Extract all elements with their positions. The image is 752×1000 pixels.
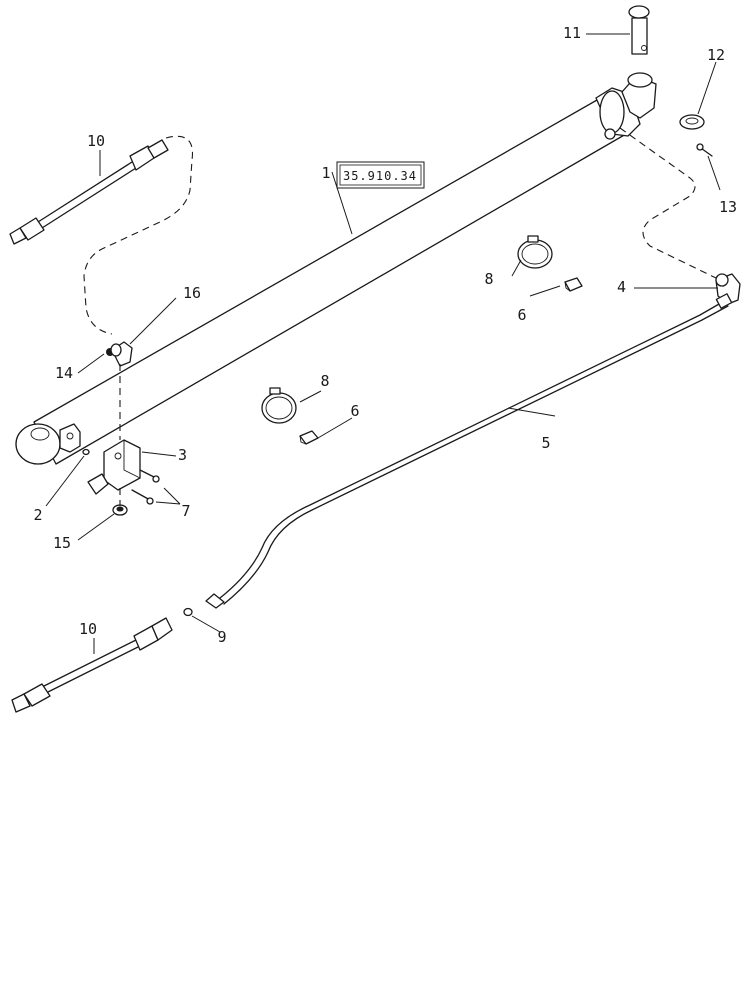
callout-1: 1: [321, 164, 330, 182]
reference-box: 35.910.34: [336, 161, 425, 189]
hose-clamp-lower: [261, 387, 297, 424]
callout-14: 14: [55, 364, 73, 382]
pin: [628, 5, 650, 55]
callout-2: 2: [33, 506, 42, 524]
callout-5: 5: [541, 434, 550, 452]
hydraulic-tube: [205, 293, 733, 609]
cap: [112, 504, 128, 516]
callout-16: 16: [183, 284, 201, 302]
reference-label: 35.910.34: [343, 169, 417, 183]
callout-13: 13: [719, 198, 737, 216]
clip-lower: [299, 430, 319, 445]
callout-4: 4: [617, 278, 626, 296]
callout-10-lower: 10: [79, 620, 97, 638]
callout-10-upper: 10: [87, 132, 105, 150]
callout-8-lower: 8: [320, 372, 329, 390]
bolt-upper: [139, 469, 160, 483]
leader-lines: [45, 33, 721, 654]
callout-12: 12: [707, 46, 725, 64]
callout-6-upper: 6: [517, 306, 526, 324]
callouts: 1 2 3 4 5 6 6 7 8 8 9 10 10 11 12 13 14 …: [33, 24, 737, 646]
o-ring: [82, 448, 90, 456]
washer: [679, 114, 705, 130]
valve-block: [87, 439, 141, 495]
callout-3: 3: [178, 446, 187, 464]
callout-6-lower: 6: [350, 402, 359, 420]
routing-lines: [83, 127, 717, 506]
callout-9: 9: [217, 628, 226, 646]
callout-7: 7: [181, 502, 190, 520]
cotter-pin: [696, 143, 713, 157]
clip-upper: [564, 277, 583, 292]
callout-11: 11: [563, 24, 581, 42]
bolt-lower: [131, 489, 154, 505]
callout-8-upper: 8: [484, 270, 493, 288]
hose-upper: [9, 139, 169, 245]
hose-clamp-upper: [517, 235, 553, 269]
elbow-fitting-16: [110, 341, 133, 367]
callout-15: 15: [53, 534, 71, 552]
hydraulic-cylinder: [15, 72, 657, 465]
o-ring-9: [183, 607, 193, 617]
hose-lower: [11, 617, 173, 713]
